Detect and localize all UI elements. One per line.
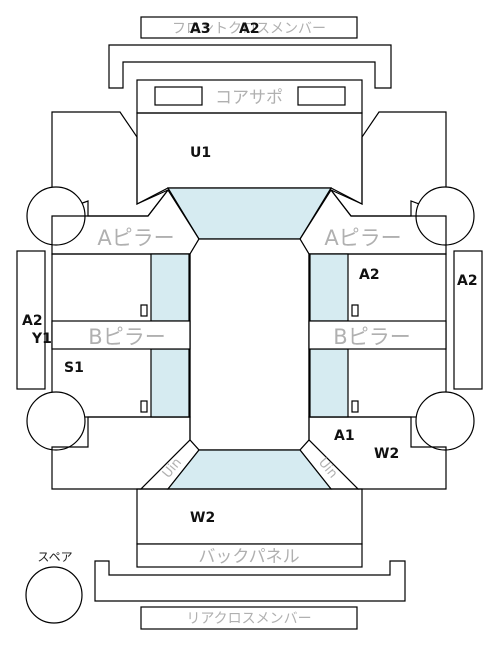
left-rear-door-glass[interactable]: [150, 348, 190, 418]
core-support-label: コアサポ: [215, 88, 283, 108]
headlight-left[interactable]: [154, 86, 203, 106]
b-pillar-left[interactable]: [51, 320, 191, 350]
mark-a2-right-front: A2: [359, 267, 380, 283]
left-front-door-handle[interactable]: [140, 304, 148, 317]
rear-quarter-right[interactable]: [308, 416, 447, 490]
rear-cross-member-box[interactable]: [140, 606, 358, 630]
mark-s1: S1: [64, 360, 84, 376]
front-cross-member-box[interactable]: [140, 16, 358, 39]
back-panel-box[interactable]: [136, 543, 363, 568]
left-front-door-glass[interactable]: [150, 253, 190, 322]
mark-y1: Y1: [31, 331, 52, 347]
right-front-door-handle[interactable]: [351, 304, 359, 317]
trunk-lid[interactable]: [136, 488, 363, 545]
spare-tire[interactable]: [25, 566, 83, 624]
rear-right-wheel[interactable]: [415, 391, 475, 451]
front-cross-member-label: フロントクロスメンバー: [172, 21, 326, 37]
b-pillar-right-label: Bピラー: [333, 325, 410, 349]
mark-w2-right: W2: [374, 446, 399, 462]
spare-label: スペア: [37, 550, 72, 564]
right-rear-door-handle[interactable]: [351, 400, 359, 413]
mark-a2-left: A2: [22, 313, 43, 329]
mark-u1: U1: [190, 145, 211, 161]
b-pillar-right[interactable]: [308, 320, 447, 350]
b-pillar-left-label: Bピラー: [88, 325, 165, 349]
right-rear-door-glass[interactable]: [309, 348, 349, 418]
left-rear-door-handle[interactable]: [140, 400, 148, 413]
mark-a2-top: A2: [239, 21, 260, 37]
rear-quarter-left[interactable]: [51, 416, 191, 490]
headlight-right[interactable]: [297, 86, 346, 106]
roof-panel[interactable]: [189, 238, 310, 451]
windshield-glass[interactable]: [166, 187, 333, 240]
right-front-door-glass[interactable]: [309, 253, 349, 322]
left-side-sill[interactable]: [16, 250, 46, 390]
mark-w2-bottom: W2: [190, 510, 215, 526]
back-panel-label: バックパネル: [198, 547, 299, 567]
a-pillar-right-label: Aピラー: [324, 226, 401, 250]
rear-bumper-outline[interactable]: [94, 560, 406, 602]
right-side-sill[interactable]: [453, 250, 483, 390]
rear-cross-member-label: リアクロスメンバー: [186, 611, 311, 627]
a-pillar-left-label: Aピラー: [97, 226, 174, 250]
mark-a1: A1: [334, 428, 355, 444]
front-bumper-outline[interactable]: [108, 44, 392, 89]
mark-a3: A3: [190, 21, 211, 37]
mark-a2-right-side: A2: [457, 273, 478, 289]
rear-left-wheel[interactable]: [26, 391, 86, 451]
